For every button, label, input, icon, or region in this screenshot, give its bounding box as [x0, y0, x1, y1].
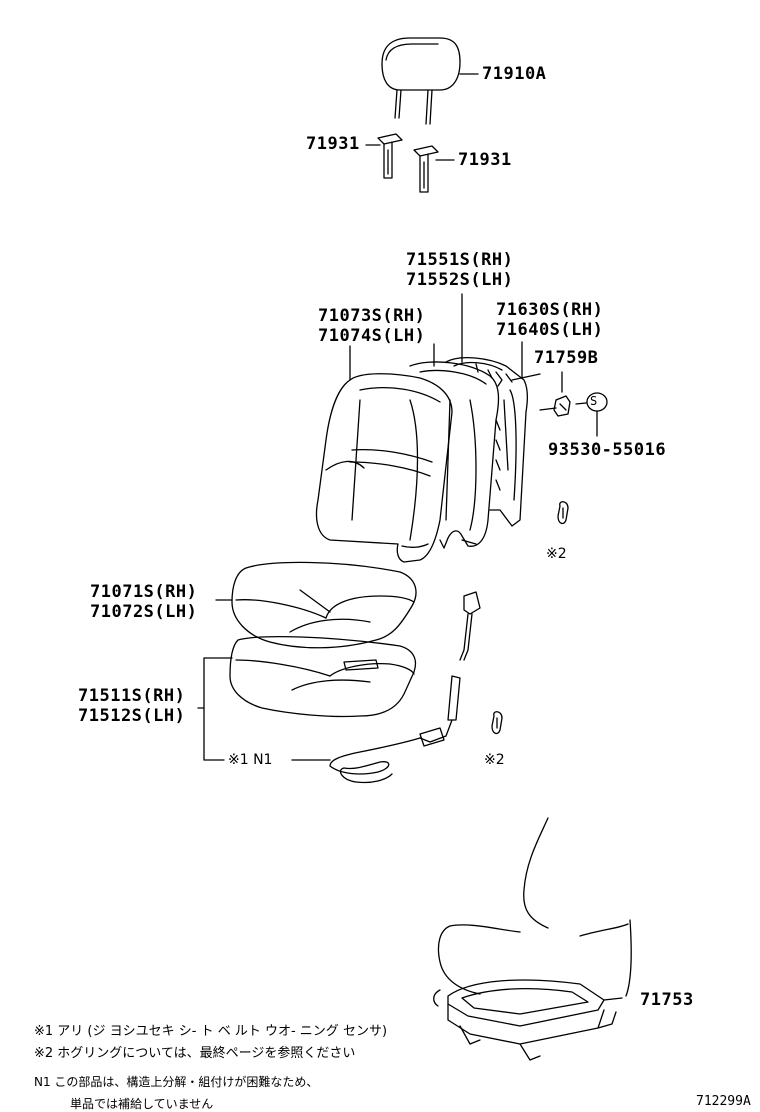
label-sensor-ref: ※1 N1: [228, 752, 273, 768]
footnote-2: ※2 ホグリングについては、最終ページを参照ください: [34, 1046, 356, 1061]
screw-drawing: [576, 393, 607, 436]
seat-cushion-pad-drawing: [232, 562, 416, 647]
label-back-frame-rh: 71630S(RH): [496, 300, 604, 320]
label-back-frame-lh: 71640S(LH): [496, 320, 604, 340]
label-headrest-support-left: 71931: [306, 134, 360, 154]
seat-back-cover-drawing: [410, 362, 498, 548]
label-seat-frame: 71753: [640, 990, 694, 1010]
label-headrest: 71910A: [482, 64, 547, 84]
seat-back-frame-drawing: [446, 358, 540, 526]
hog-ring-lower-drawing: [492, 712, 502, 734]
seat-back-pad-drawing: [317, 374, 453, 562]
label-cushion-pad-lh: 71072S(LH): [90, 602, 198, 622]
label-back-pad-rh: 71073S(RH): [318, 306, 426, 326]
footnote-4: 単品では補給していません: [70, 1097, 214, 1111]
diagram-code: 712299A: [696, 1094, 751, 1109]
label-bracket: 71759B: [534, 348, 599, 368]
belt-sensor-drawing: [330, 592, 480, 783]
hog-ring-upper-drawing: [558, 502, 568, 524]
label-back-pad-lh: 71074S(LH): [318, 326, 426, 346]
label-back-cover-lh: 71552S(LH): [406, 270, 514, 290]
label-headrest-support-right: 71931: [458, 150, 512, 170]
label-screw: 93530-55016: [548, 440, 667, 460]
screw-symbol: S: [590, 394, 598, 408]
headrest-support-drawing: [366, 134, 454, 192]
seat-cushion-cover-drawing: [230, 637, 415, 717]
label-hog-ring-upper: ※2: [546, 546, 567, 562]
label-cushion-cover-lh: 71512S(LH): [78, 706, 186, 726]
label-cushion-cover-rh: 71511S(RH): [78, 686, 186, 706]
back-leader-lines: [350, 294, 562, 392]
footnote-1: ※1 アリ (ジ ヨシユセキ シ- ト ベ ルト ウオ- ニング センサ): [34, 1024, 388, 1039]
label-hog-ring-lower: ※2: [484, 752, 505, 768]
label-back-cover-rh: 71551S(RH): [406, 250, 514, 270]
seat-frame-drawing: [434, 818, 631, 1060]
headrest-drawing: [382, 38, 478, 124]
label-cushion-pad-rh: 71071S(RH): [90, 582, 198, 602]
footnote-3: N1 この部品は、構造上分解・組付けが困難なため、: [34, 1075, 319, 1089]
bracket-drawing: [540, 396, 570, 416]
cushion-leader-lines: [198, 600, 330, 760]
